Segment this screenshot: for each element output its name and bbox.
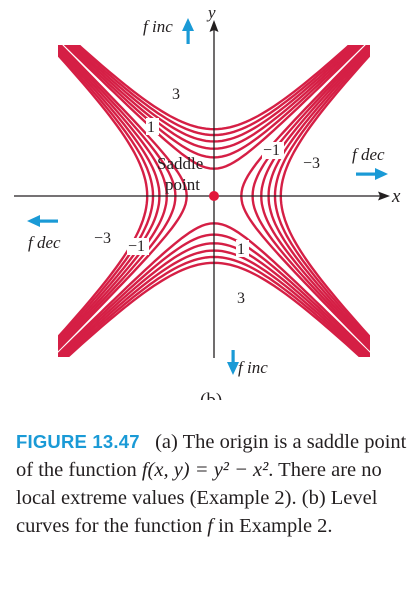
y-axis-label: y [206,3,216,22]
saddle-label-line2: point [165,175,200,194]
caption-label: FIGURE 13.47 [16,431,140,452]
top-arrow-label: f inc [143,17,173,36]
level-label-right-neg1: −1 [263,142,280,159]
level-label-bottom-3: 3 [237,290,245,307]
x-axis-label: x [391,186,401,207]
right-arrow-label: f dec [352,145,385,164]
left-arrow-label: f dec [28,233,61,252]
figure-caption: FIGURE 13.47 (a) The origin is a saddle … [16,428,408,540]
arrow-down-icon [227,350,239,375]
arrow-left-icon [27,215,58,227]
arrow-right-icon [356,168,388,180]
level-label-bottom-1: 1 [237,241,245,258]
caption-function-name: f [207,515,213,537]
panel-label: (b) [200,390,222,400]
level-label-top-3: 3 [172,86,180,103]
level-curves [58,45,370,357]
caption-part-b-suffix: in Example 2. [212,515,333,537]
caption-function-expression: f(x, y) = y² − x² [141,459,269,481]
level-label-left-neg1: −1 [128,238,145,255]
level-curves-figure: x y Saddle point f inc f inc f dec f dec… [14,3,401,400]
bottom-arrow-label: f inc [238,358,268,377]
caption-part-a-prefix: (a) The origin is a saddle point of the … [16,431,407,481]
caption-part-a-suffix: . There are no local extreme values (Exa… [16,459,382,537]
x-axis-arrowhead [378,191,390,201]
saddle-point-marker [209,191,219,201]
level-label-left-neg3: −3 [94,230,111,247]
saddle-label-line1: Saddle [157,154,203,173]
level-labels: 3 1 1 3 −1 −3 −3 −1 [93,85,324,307]
level-label-right-neg3: −3 [303,155,320,172]
arrow-up-icon [182,18,194,44]
level-label-top-1: 1 [147,119,155,136]
y-axis-arrowhead [209,20,219,32]
